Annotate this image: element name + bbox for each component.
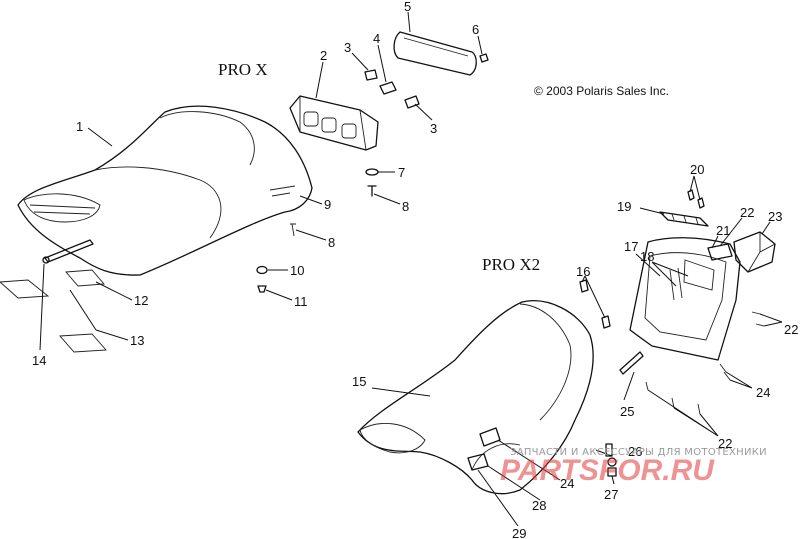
decals-and-strap xyxy=(0,239,107,353)
watermark-logo: PARTSFOR.RU xyxy=(500,454,715,487)
callout-22c: 22 xyxy=(718,436,732,451)
callout-27: 27 xyxy=(604,487,618,502)
callout-13: 13 xyxy=(130,333,144,348)
callout-3: 3 xyxy=(344,40,351,55)
callout-24b: 24 xyxy=(560,476,574,491)
callout-29: 29 xyxy=(512,526,526,539)
callout-28: 28 xyxy=(532,498,546,513)
bin-bracket-and-light xyxy=(659,189,776,273)
callout-numbers: 1 2 3 4 5 6 3 7 8 9 8 10 11 12 13 14 15 … xyxy=(32,0,798,539)
callout-1: 1 xyxy=(76,119,83,134)
callout-16: 16 xyxy=(576,264,590,279)
callout-4: 4 xyxy=(373,31,380,46)
taillight-assembly xyxy=(289,95,379,151)
watermark: ЗАПЧАСТИ И АКСЕССУАРЫ ДЛЯ МОТОТЕХНИКИ PA… xyxy=(500,447,767,487)
leader-lines xyxy=(39,11,783,527)
callout-24: 24 xyxy=(756,385,770,400)
callout-8: 8 xyxy=(402,199,409,214)
callout-11: 11 xyxy=(294,294,308,309)
callout-25: 25 xyxy=(620,404,634,419)
callout-19: 19 xyxy=(617,199,631,214)
pro-x2-label: PRO X2 xyxy=(482,255,540,274)
callout-18: 18 xyxy=(640,249,654,264)
callout-21: 21 xyxy=(716,223,730,238)
callout-17: 17 xyxy=(624,239,638,254)
callout-15: 15 xyxy=(352,374,366,389)
callout-5: 5 xyxy=(404,0,411,14)
pro-x-seat xyxy=(17,105,313,276)
callout-23: 23 xyxy=(768,209,782,224)
storage-bin xyxy=(629,237,741,361)
pro-x2-seat xyxy=(357,300,594,495)
watermark-text: ЗАПЧАСТИ И АКСЕССУАРЫ ДЛЯ МОТОТЕХНИКИ xyxy=(510,447,767,458)
callout-7: 7 xyxy=(398,165,405,180)
callout-2: 2 xyxy=(320,48,327,63)
callout-22: 22 xyxy=(740,205,754,220)
callout-26: 26 xyxy=(628,444,642,459)
callout-9: 9 xyxy=(324,197,331,212)
taillight-lens xyxy=(393,31,477,76)
callout-10: 10 xyxy=(290,263,304,278)
pro-x-label: PRO X xyxy=(218,60,268,79)
callout-8b: 8 xyxy=(328,235,335,250)
callout-22b: 22 xyxy=(784,322,798,337)
callout-3b: 3 xyxy=(430,121,437,136)
callout-14: 14 xyxy=(32,353,46,368)
small-hardware xyxy=(256,53,489,293)
callout-12: 12 xyxy=(134,293,148,308)
callout-6: 6 xyxy=(472,22,479,37)
callout-20: 20 xyxy=(690,162,704,177)
copyright-text: © 2003 Polaris Sales Inc. xyxy=(534,84,669,98)
